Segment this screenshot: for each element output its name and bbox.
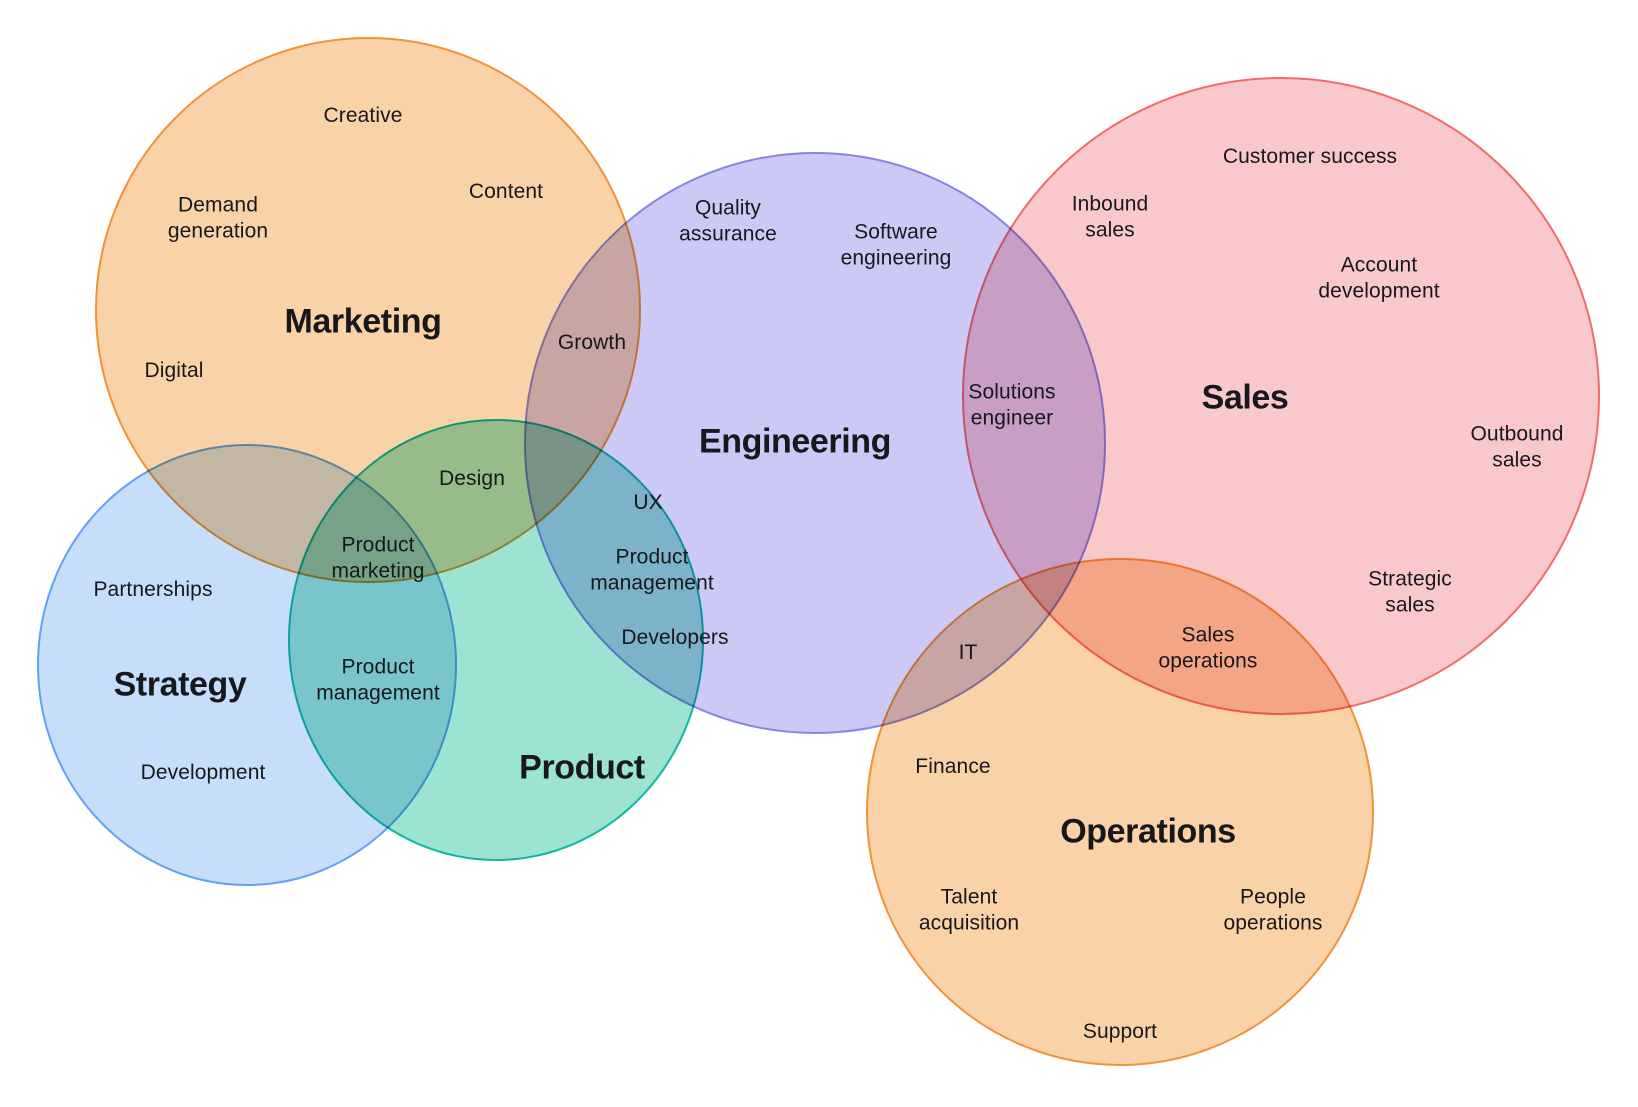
circle-operations xyxy=(866,558,1374,1066)
circle-product xyxy=(288,419,704,861)
